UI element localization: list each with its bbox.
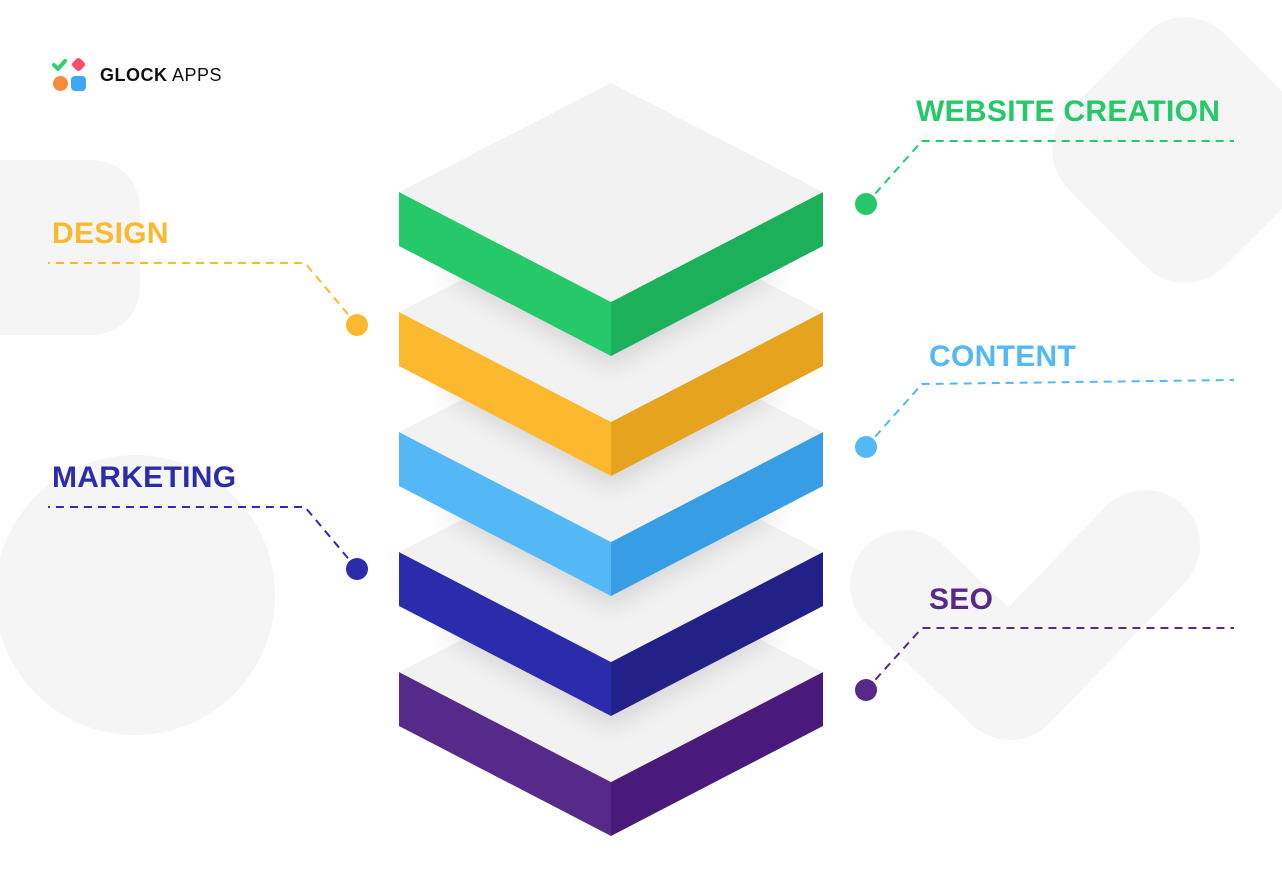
connector-dot xyxy=(346,314,368,336)
layer-left-face xyxy=(399,672,611,836)
layer-left-face xyxy=(399,192,611,356)
connector-lines xyxy=(48,140,1235,701)
logo-mark-icon xyxy=(52,56,88,93)
brand-name-strong: GLOCK xyxy=(100,64,168,85)
layer-website-creation xyxy=(399,83,823,366)
label-website-creation: WEBSITE CREATION xyxy=(916,95,1221,128)
layer-left-face xyxy=(399,552,611,716)
layer-right-face xyxy=(611,672,823,836)
connector-content xyxy=(855,379,1235,458)
connector-dashed-line xyxy=(48,262,358,326)
background-diamond-right xyxy=(1052,17,1282,283)
connector-dashed-line xyxy=(48,506,358,570)
layer-stack xyxy=(399,83,823,836)
connector-dot xyxy=(855,193,877,215)
label-seo: SEO xyxy=(929,583,994,616)
connector-seo xyxy=(855,627,1234,701)
brand-logo: GLOCK APPS xyxy=(52,56,222,93)
background-checkmark-shape xyxy=(850,490,1200,740)
connector-dot xyxy=(855,679,877,701)
connector-marketing xyxy=(48,506,368,580)
label-content: CONTENT xyxy=(929,340,1077,373)
connector-dashed-line xyxy=(865,140,1234,205)
layer-right-face xyxy=(611,432,823,596)
layer-right-face xyxy=(611,552,823,716)
label-marketing: MARKETING xyxy=(52,461,237,494)
logo-circle-icon xyxy=(53,76,68,91)
connector-website-creation xyxy=(855,140,1234,215)
logo-square-icon xyxy=(71,76,86,91)
connector-design xyxy=(48,262,368,336)
label-design: DESIGN xyxy=(52,217,169,250)
logo-diamond-icon xyxy=(70,56,87,73)
logo-check-icon xyxy=(52,58,67,73)
connector-dot xyxy=(855,436,877,458)
layer-right-face xyxy=(611,312,823,476)
background-circle-left xyxy=(0,455,275,735)
brand-name: GLOCK APPS xyxy=(100,65,222,86)
layer-right-face xyxy=(611,192,823,356)
connector-dot xyxy=(346,558,368,580)
layer-top-face xyxy=(399,83,823,302)
connector-dashed-line xyxy=(865,379,1235,448)
brand-name-light: APPS xyxy=(172,64,223,85)
layer-left-face xyxy=(399,432,611,596)
background-shapes xyxy=(0,0,1282,735)
layer-left-face xyxy=(399,312,611,476)
background-rounded-rect-left xyxy=(0,160,140,335)
